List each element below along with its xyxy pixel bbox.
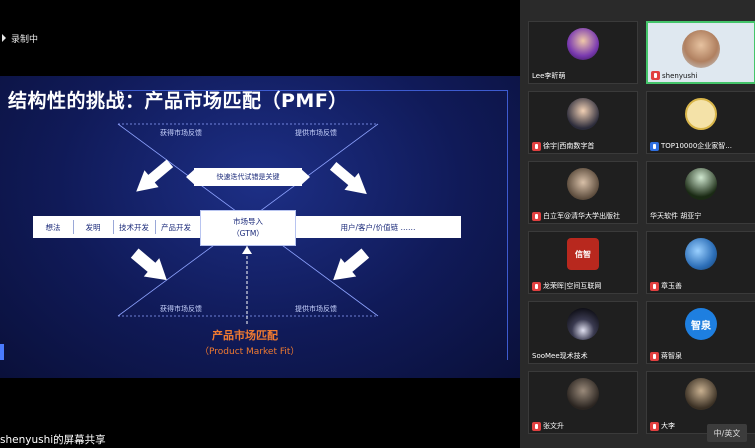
record-arrow-icon xyxy=(2,34,6,42)
participant-tile[interactable]: 徐宇|西南数字首 xyxy=(528,91,638,154)
participant-tile-active[interactable]: shenyushi xyxy=(646,21,755,84)
participant-name: 大李 xyxy=(650,421,675,431)
stage-tech-dev: 技术开发 xyxy=(119,222,149,232)
participant-panel: Lee李昕萌 shenyushi 徐宇|西南数字首 TOP10000企业家智..… xyxy=(520,0,755,448)
participant-name: TOP10000企业家智... xyxy=(650,141,732,151)
participant-name: 徐宇|西南数字首 xyxy=(532,141,594,151)
iterate-box: 快速迭代试错是关键 xyxy=(194,168,302,186)
participant-tile[interactable]: 章玉善 xyxy=(646,231,755,294)
iterate-arrow-left xyxy=(186,168,196,186)
stage-users: 用户/客户/价值链 …… xyxy=(340,222,416,232)
mic-muted-icon xyxy=(532,421,541,431)
stage-separator xyxy=(73,220,74,234)
participant-name: Lee李昕萌 xyxy=(532,72,566,80)
participant-name: 龙荣晖|空间互联网 xyxy=(532,281,601,291)
avatar xyxy=(567,28,599,60)
participant-tile[interactable]: SooMee现术技术 xyxy=(528,301,638,364)
arrow-top-left xyxy=(136,159,174,192)
stage-separator xyxy=(113,220,114,234)
avatar xyxy=(685,238,717,270)
slide-frame-top xyxy=(118,90,508,91)
mic-icon xyxy=(651,71,660,80)
mic-muted-icon xyxy=(532,211,541,221)
language-toggle-button[interactable]: 中/英文 xyxy=(707,424,747,442)
arrow-bottom-right xyxy=(333,248,370,281)
avatar xyxy=(567,378,599,410)
gtm-subtitle: （GTM） xyxy=(232,229,264,238)
stage-product-dev: 产品开发 xyxy=(161,222,191,232)
avatar: 智泉 xyxy=(685,308,717,340)
mic-muted-icon xyxy=(532,281,541,291)
avatar xyxy=(567,98,599,130)
mic-muted-icon xyxy=(650,281,659,291)
participant-tile[interactable]: 张文升 xyxy=(528,371,638,434)
participant-tile[interactable]: 白立军@清华大学出版社 xyxy=(528,161,638,224)
avatar: 信智 xyxy=(567,238,599,270)
avatar xyxy=(685,168,717,200)
label-top-left: 获得市场反馈 xyxy=(160,129,202,137)
pmf-title: 产品市场匹配 xyxy=(212,329,278,342)
participant-name: 白立军@清华大学出版社 xyxy=(532,211,620,221)
shared-screen: 录制中 结构性的挑战：产品市场匹配（PMF） 获得市场反馈 提供市场反馈 获得市… xyxy=(0,0,520,448)
slide-frame-right xyxy=(507,90,508,360)
person-icon xyxy=(650,141,659,151)
slide-blue-marker xyxy=(0,344,4,360)
slide-title: 结构性的挑战：产品市场匹配（PMF） xyxy=(8,90,348,112)
vertical-arrow-head xyxy=(242,246,252,254)
participant-name: SooMee现术技术 xyxy=(532,352,588,360)
mic-muted-icon xyxy=(650,421,659,431)
gtm-title: 市场导入 xyxy=(233,217,263,226)
stage-separator xyxy=(155,220,156,234)
gtm-box: 市场导入 （GTM） xyxy=(200,210,296,246)
participant-tile[interactable]: 大李 xyxy=(646,371,755,434)
arrow-bottom-left xyxy=(130,248,167,281)
participant-tile[interactable]: TOP10000企业家智... xyxy=(646,91,755,154)
label-top-right: 提供市场反馈 xyxy=(295,129,337,137)
participant-name: 蒋智泉 xyxy=(650,351,682,361)
avatar xyxy=(685,378,717,410)
arrow-top-right xyxy=(329,162,367,195)
avatar xyxy=(685,98,717,130)
pmf-subtitle: （Product Market Fit） xyxy=(200,347,300,357)
recording-label: 录制中 xyxy=(11,34,39,45)
participant-name: 张文升 xyxy=(532,421,564,431)
pmf-diagram xyxy=(117,123,379,324)
avatar xyxy=(682,30,720,68)
mic-muted-icon xyxy=(532,141,541,151)
participant-name: 章玉善 xyxy=(650,281,682,291)
participant-tile[interactable]: 信智 龙荣晖|空间互联网 xyxy=(528,231,638,294)
participant-tile[interactable]: 智泉 蒋智泉 xyxy=(646,301,755,364)
mic-muted-icon xyxy=(650,351,659,361)
stage-invention: 发明 xyxy=(85,222,101,232)
participant-name: shenyushi xyxy=(651,71,697,80)
avatar xyxy=(567,168,599,200)
participant-tile[interactable]: 华天软件 胡亚宁 xyxy=(646,161,755,224)
iterate-arrow-right xyxy=(300,168,310,186)
participant-tile[interactable]: Lee李昕萌 xyxy=(528,21,638,84)
presentation-slide: 结构性的挑战：产品市场匹配（PMF） 获得市场反馈 提供市场反馈 获得市场反馈 … xyxy=(0,76,520,378)
label-bottom-right: 提供市场反馈 xyxy=(295,305,337,313)
stage-idea: 想法 xyxy=(45,222,61,232)
participant-name: 华天软件 胡亚宁 xyxy=(650,212,702,220)
label-bottom-left: 获得市场反馈 xyxy=(160,305,202,313)
screen-share-label: shenyushi的屏幕共享 xyxy=(0,434,106,446)
avatar xyxy=(567,308,599,340)
recording-indicator[interactable]: 录制中 xyxy=(0,29,38,47)
